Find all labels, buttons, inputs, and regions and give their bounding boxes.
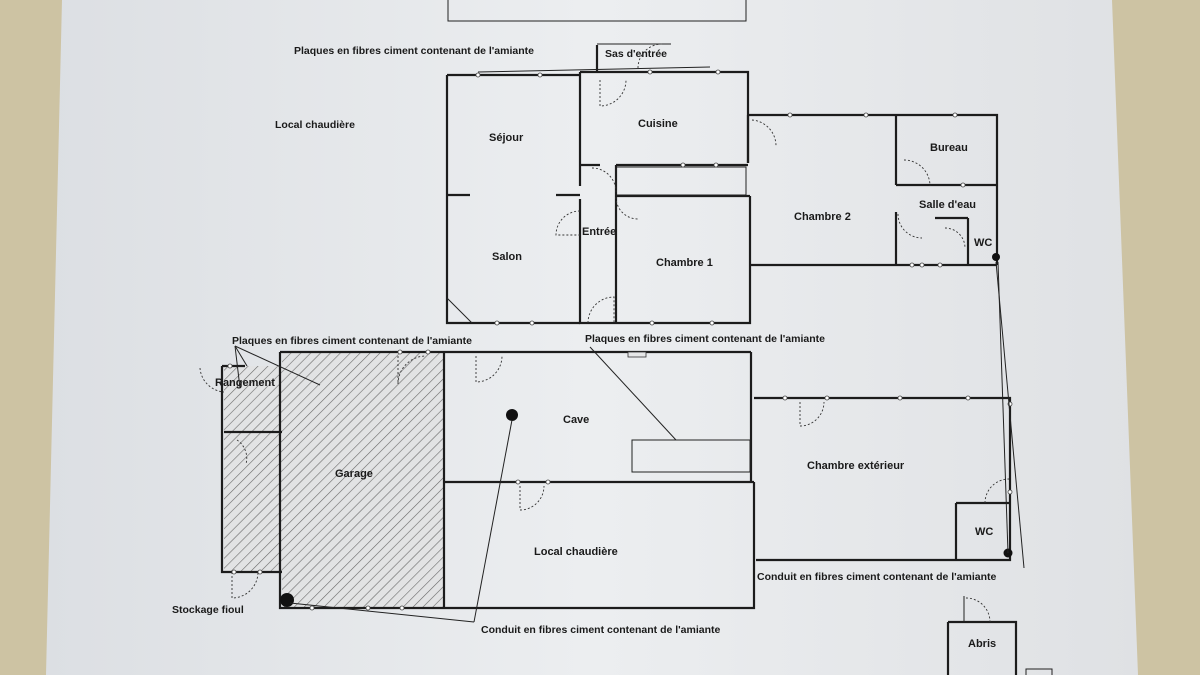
room-sas: Sas d'entrée	[605, 48, 667, 60]
leader-lines	[234, 261, 1025, 623]
note-conduit-bottom: Conduit en fibres ciment contenant de l'…	[481, 624, 721, 636]
room-cuisine: Cuisine	[638, 118, 678, 130]
plaque-marker	[627, 351, 647, 358]
room-entree: Entrée	[582, 226, 616, 238]
wall-markers-lower	[227, 349, 1013, 611]
garage-hatch	[282, 352, 444, 608]
room-stockage-fioul: Stockage fioul	[172, 604, 244, 616]
upper-doors	[555, 43, 966, 324]
note-local-chaudiere: Local chaudière	[275, 119, 355, 131]
upper-floor-walls	[445, 43, 999, 325]
note-plaques-top: Plaques en fibres ciment contenant de l'…	[294, 45, 534, 57]
conduit-marker-garage	[280, 593, 294, 607]
lower-floor-walls	[220, 350, 1018, 675]
room-abris: Abris	[968, 638, 996, 650]
room-bureau: Bureau	[930, 142, 968, 154]
room-rangement: Rangement	[215, 377, 275, 389]
room-local-chaudiere: Local chaudière	[534, 546, 618, 558]
rangement-hatch	[224, 366, 282, 572]
stairs-cave	[631, 439, 751, 473]
room-salon: Salon	[492, 251, 522, 263]
note-plaques-cave: Plaques en fibres ciment contenant de l'…	[585, 333, 825, 345]
room-wc-bottom: WC	[975, 526, 993, 538]
room-salle-eau: Salle d'eau	[919, 199, 976, 211]
room-chambre-1: Chambre 1	[656, 257, 713, 269]
conduit-marker-top	[992, 253, 1000, 261]
room-garage: Garage	[335, 468, 373, 480]
note-conduit-right: Conduit en fibres ciment contenant de l'…	[757, 571, 997, 583]
room-chambre-exterieur: Chambre extérieur	[807, 460, 905, 472]
stairs-upper	[615, 166, 747, 196]
room-wc-top: WC	[974, 237, 992, 249]
wall-markers	[475, 69, 966, 326]
room-sejour: Séjour	[489, 132, 524, 144]
room-cave: Cave	[563, 414, 589, 426]
conduit-marker-cave	[506, 409, 518, 421]
room-chambre-2: Chambre 2	[794, 211, 851, 223]
note-plaques-garage: Plaques en fibres ciment contenant de l'…	[232, 335, 472, 347]
